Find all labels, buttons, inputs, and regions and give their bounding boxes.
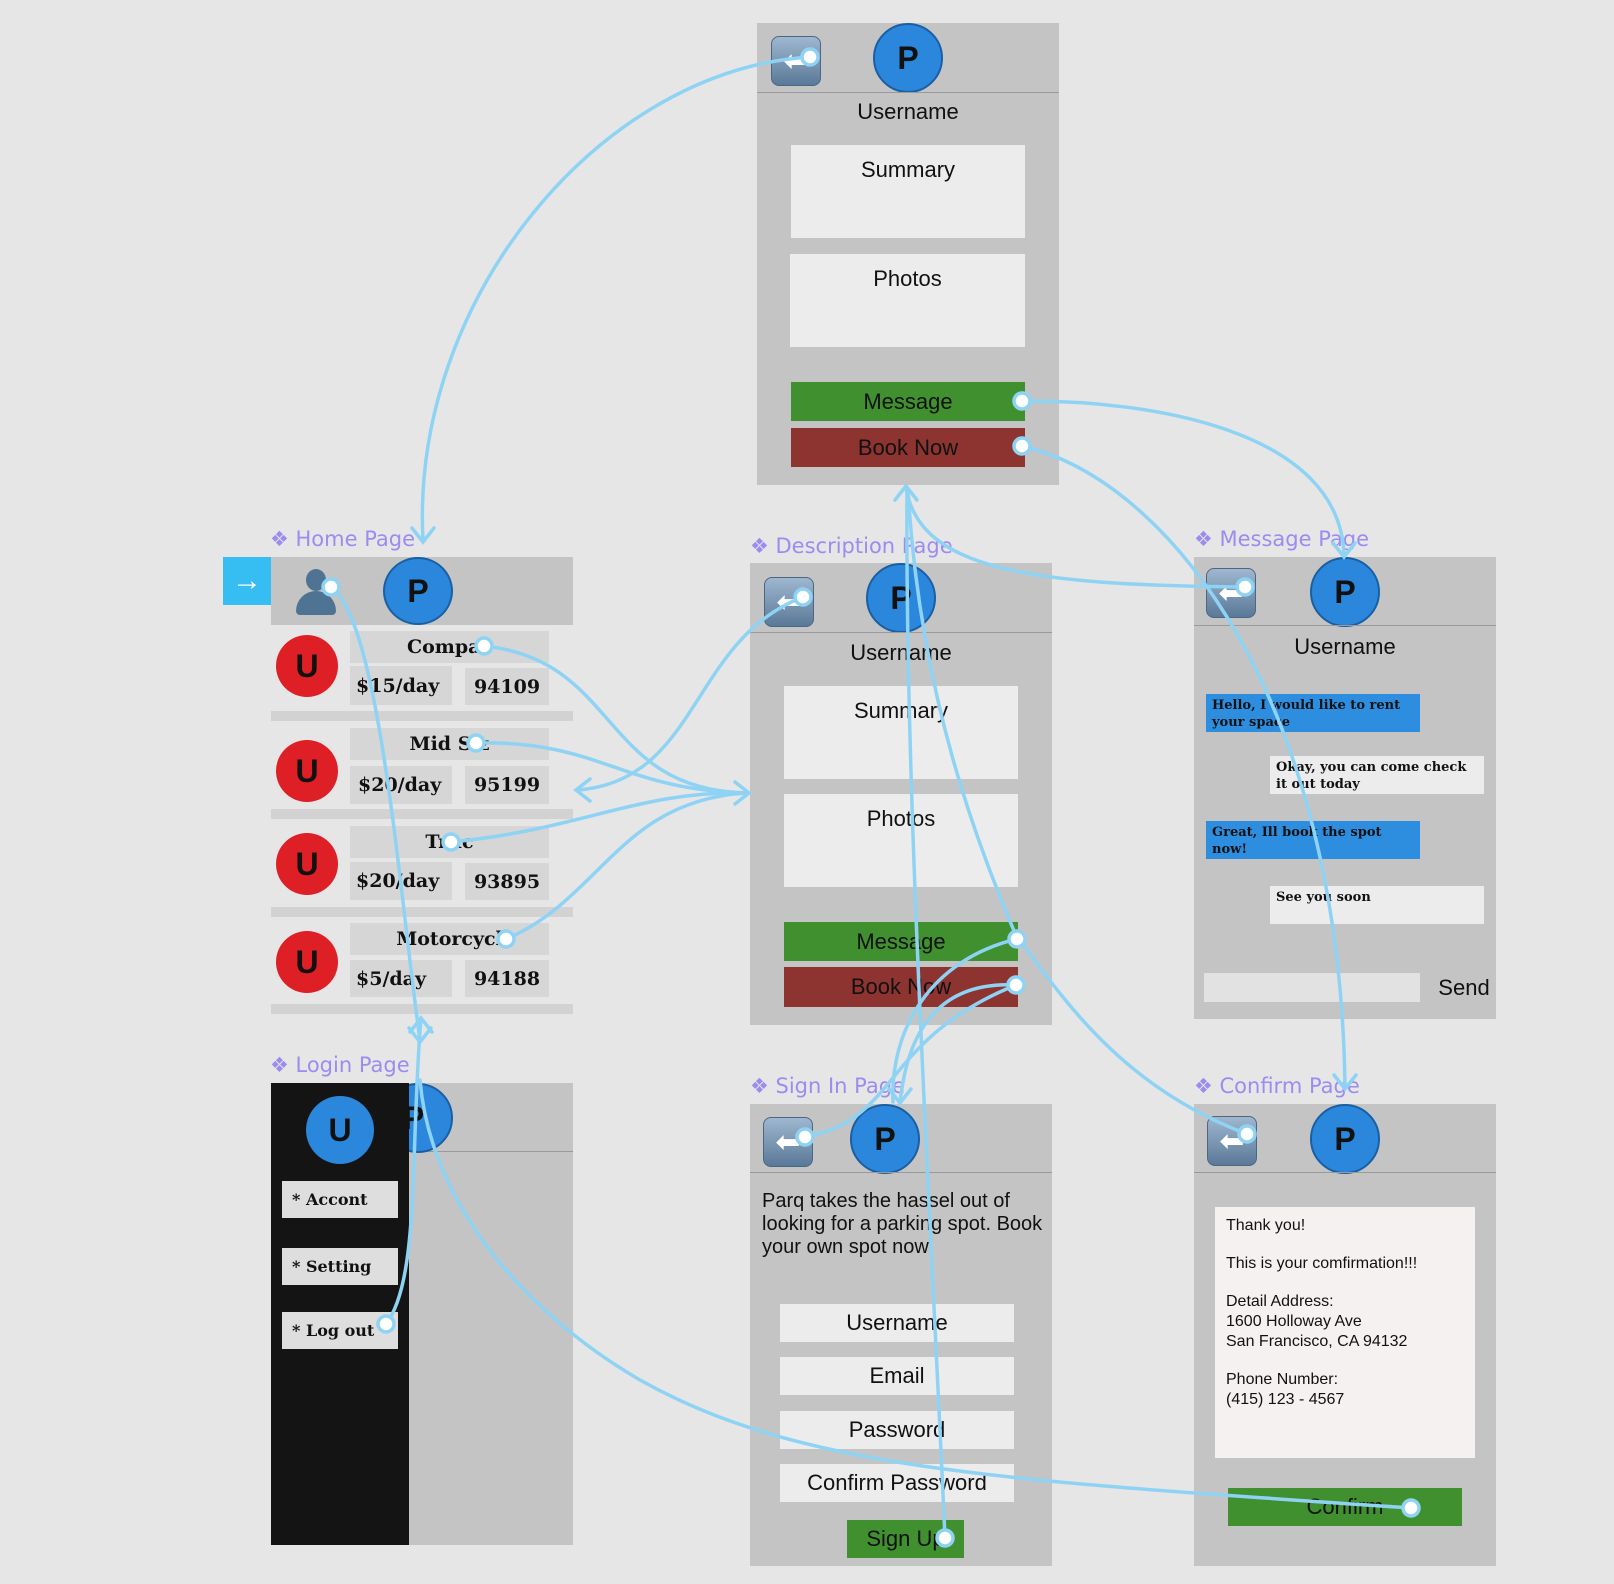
username-label: Username	[850, 640, 952, 665]
arrowhead	[410, 526, 436, 545]
confirmation-card: Thank you! This is your comfirmation!!! …	[1215, 1207, 1475, 1458]
address-line-1: 1600 Holloway Ave	[1226, 1313, 1362, 1330]
email-field[interactable]: Email	[780, 1357, 1014, 1395]
summary-box: Summary	[791, 145, 1025, 238]
message-button[interactable]: Message	[784, 922, 1018, 961]
confirm-button[interactable]: Confirm	[1228, 1488, 1462, 1526]
address-label: Detail Address:	[1226, 1293, 1334, 1310]
arrowhead	[893, 483, 919, 502]
logo-circle: P	[1310, 557, 1380, 627]
listing-name[interactable]: Truc	[350, 826, 549, 858]
user-avatar: U	[306, 1096, 374, 1164]
logo-circle: P	[1310, 1104, 1380, 1174]
enter-arrow-icon[interactable]: →	[223, 557, 271, 605]
summary-label: Summary	[860, 157, 956, 182]
login-page: P U * Accont * Setting * Log out	[271, 1083, 573, 1545]
username-label: Username	[857, 99, 959, 124]
chat-bubble-sent: Hello, I would like to rent your space	[1206, 694, 1420, 732]
listing-price: $15/day	[350, 666, 452, 705]
back-arrow-icon[interactable]: ⬅	[763, 1117, 813, 1167]
listing-price: $5/day	[350, 960, 452, 997]
back-arrow-icon[interactable]: ⬅	[764, 577, 814, 627]
sign-up-button[interactable]: Sign Up	[847, 1520, 964, 1558]
top-detail-page: ⬅ P Username Summary Photos Message Book…	[757, 23, 1059, 485]
listing-avatar: U	[276, 635, 338, 697]
confirm-page: ⬅ P Thank you! This is your comfirmation…	[1194, 1104, 1496, 1566]
book-now-button[interactable]: Book Now	[784, 967, 1018, 1007]
logo-circle: P	[383, 557, 453, 625]
address-line-2: San Francisco, CA 94132	[1226, 1333, 1408, 1350]
back-arrow-icon[interactable]: ⬅	[1207, 1116, 1257, 1166]
signin-page: ⬅ P Parq takes the hassel out of looking…	[750, 1104, 1052, 1566]
photos-label: Photos	[873, 266, 942, 291]
signin-page-label: ❖ Sign In Page	[750, 1074, 905, 1098]
photos-box: Photos	[790, 254, 1025, 347]
description-page: ⬅ P Username Summary Photos Message Book…	[750, 563, 1052, 1025]
menu-item-account[interactable]: * Accont	[282, 1181, 398, 1218]
message-page: ⬅ P Username Hello, I would like to rent…	[1194, 557, 1496, 1019]
phone-label: Phone Number:	[1226, 1371, 1339, 1388]
chat-bubble-sent: Great, Ill book the spot now!	[1206, 821, 1420, 859]
home-page: P U Compac $15/day 94109 U Mid Siz $20/d…	[271, 557, 573, 1017]
listing-name[interactable]: Mid Siz	[350, 728, 549, 760]
listing-avatar: U	[276, 833, 338, 895]
username-field[interactable]: Username	[780, 1304, 1014, 1342]
send-button[interactable]: Send	[1438, 975, 1490, 1000]
user-silhouette-icon[interactable]	[293, 567, 339, 619]
thanks-text: Thank you!	[1226, 1217, 1306, 1234]
login-page-label: ❖ Login Page	[270, 1053, 410, 1077]
logo-circle: P	[866, 563, 936, 633]
tagline: Parq takes the hassel out of looking for…	[762, 1190, 1043, 1258]
chat-bubble-received: See you soon	[1270, 886, 1484, 924]
listing-price: $20/day	[350, 766, 452, 804]
message-button[interactable]: Message	[791, 382, 1025, 421]
menu-item-logout[interactable]: * Log out	[282, 1312, 398, 1349]
summary-label: Summary	[853, 698, 949, 723]
back-arrow-icon[interactable]: ⬅	[1206, 568, 1256, 618]
arrowhead	[733, 780, 752, 806]
phone-number: (415) 123 - 4567	[1226, 1391, 1345, 1408]
link-top-back-to-home	[420, 55, 812, 542]
listing-name[interactable]: Motorcycl	[350, 923, 549, 955]
logo-circle: P	[873, 23, 943, 93]
password-field[interactable]: Password	[780, 1411, 1014, 1449]
photos-box: Photos	[784, 794, 1018, 887]
listing-name[interactable]: Compac	[350, 631, 549, 663]
summary-box: Summary	[784, 686, 1018, 779]
arrowhead	[407, 1026, 433, 1045]
listing-zip: 94109	[465, 668, 549, 705]
logo-circle: P	[850, 1104, 920, 1174]
message-page-label: ❖ Message Page	[1194, 527, 1370, 551]
listing-zip: 94188	[465, 960, 549, 997]
listing-zip: 93895	[465, 863, 549, 900]
message-input[interactable]	[1204, 973, 1420, 1002]
username-label: Username	[1294, 634, 1396, 659]
home-page-label: ❖ Home Page	[270, 527, 416, 551]
photos-label: Photos	[866, 806, 936, 831]
listing-zip: 95199	[465, 766, 549, 804]
confirm-password-field[interactable]: Confirm Password	[780, 1464, 1014, 1502]
arrowhead	[408, 1015, 434, 1034]
book-now-button[interactable]: Book Now	[791, 428, 1025, 467]
confirm-page-label: ❖ Confirm Page	[1194, 1074, 1360, 1098]
chat-bubble-received: Okay, you can come check it out today	[1270, 756, 1484, 794]
listing-avatar: U	[276, 740, 338, 802]
description-page-label: ❖ Description Page	[750, 534, 953, 558]
back-arrow-icon[interactable]: ⬅	[771, 36, 821, 86]
listing-avatar: U	[276, 931, 338, 993]
confirmation-text: This is your comfirmation!!!	[1226, 1255, 1418, 1272]
side-menu-drawer: U * Accont * Setting * Log out	[271, 1083, 409, 1545]
menu-item-setting[interactable]: * Setting	[282, 1248, 398, 1285]
arrowhead	[573, 777, 592, 803]
listing-price: $20/day	[350, 862, 452, 900]
